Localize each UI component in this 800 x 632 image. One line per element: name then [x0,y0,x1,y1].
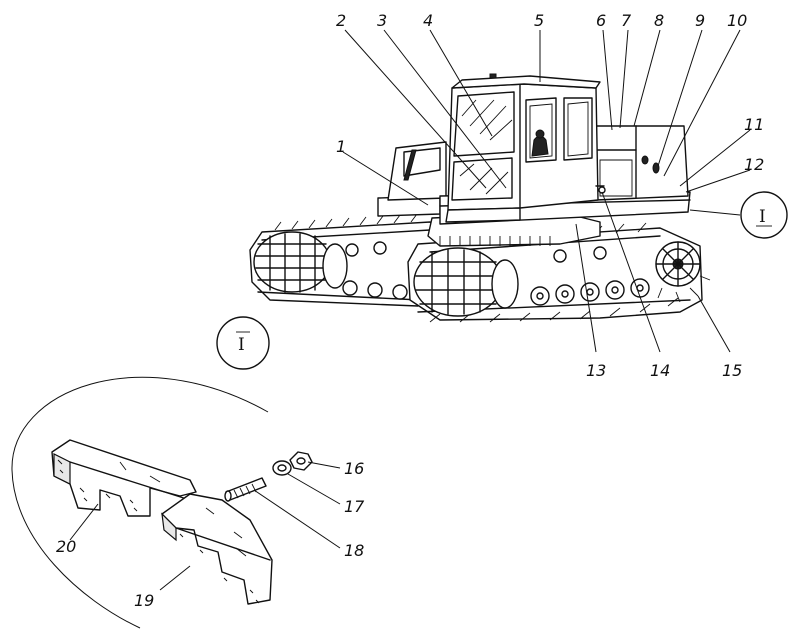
front-track [407,222,711,323]
rear-track [249,213,453,307]
callout-7: 7 [621,11,632,30]
nut-16 [289,451,313,471]
callout-1: 1 [336,137,346,156]
callout-labels: 1 2 3 4 5 6 7 8 9 10 11 12 13 14 15 16 1… [56,11,766,610]
callout-20: 20 [56,537,76,556]
track-shoe-19 [161,493,273,605]
callout-8: 8 [654,11,664,30]
callout-13: 13 [586,361,606,380]
callout-17: 17 [344,497,365,516]
tracked-excavator-drawing [249,73,711,323]
detail-marker-label: I [759,207,766,227]
detail-marker-circle [740,191,788,239]
callout-5: 5 [534,11,544,30]
callout-10: 10 [727,11,747,30]
detail-view-label: I [238,335,245,355]
track-shoe-20 [51,439,197,517]
callout-12: 12 [744,155,764,174]
callout-19: 19 [134,591,154,610]
detail-view-I [11,316,313,629]
callout-15: 15 [722,361,742,380]
callout-4: 4 [423,11,433,30]
leader-lines [69,29,751,591]
callout-11: 11 [744,115,764,134]
callout-6: 6 [596,11,606,30]
callout-9: 9 [695,11,705,30]
callout-2: 2 [336,11,346,30]
callout-16: 16 [344,459,364,478]
washer-17 [272,460,292,476]
callout-18: 18 [344,541,364,560]
callout-3: 3 [377,11,387,30]
bolt-18 [224,477,267,502]
upper-structure [377,73,691,225]
callout-14: 14 [650,361,670,380]
